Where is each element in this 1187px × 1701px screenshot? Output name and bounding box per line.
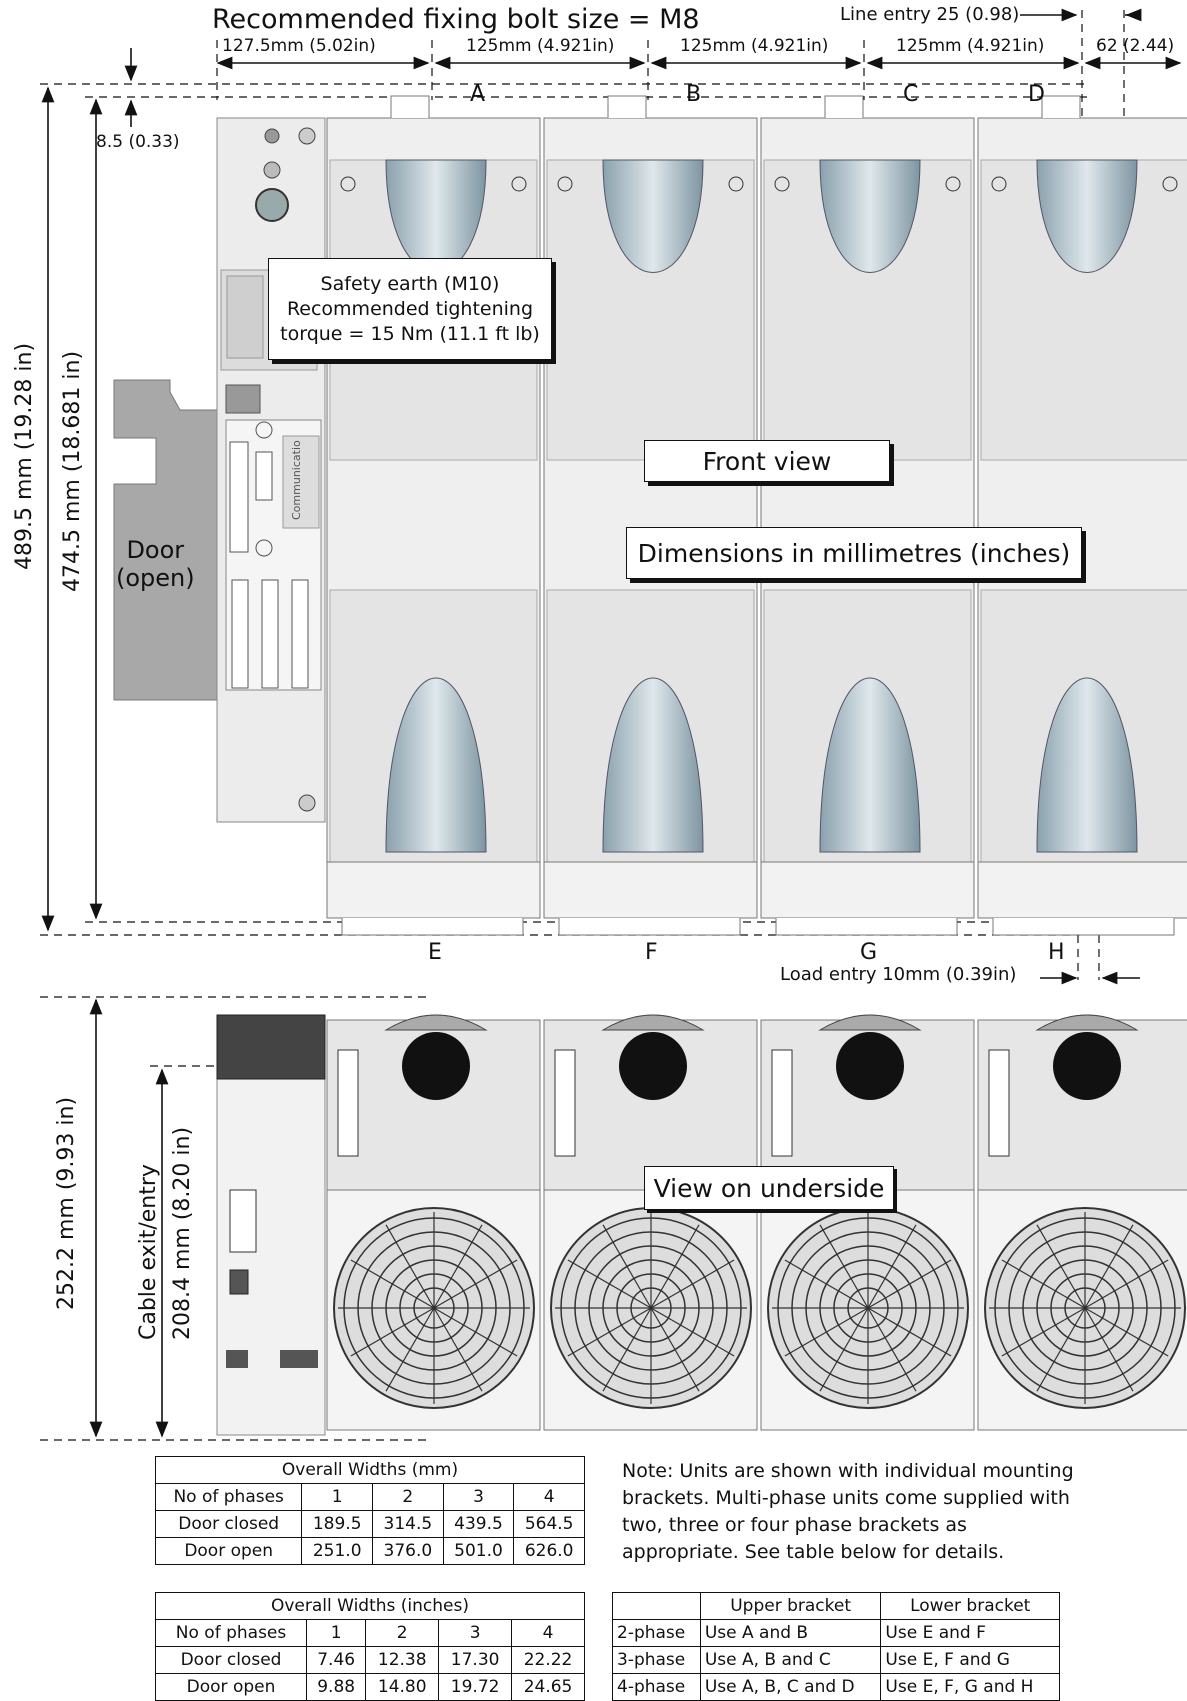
- table-row: 3-phase Use A, B and C Use E, F and G: [612, 1646, 1060, 1674]
- gap-62: 62 (2.44): [1096, 36, 1175, 56]
- bracket-e: E: [428, 940, 442, 965]
- upper-bracket-2: [607, 95, 647, 118]
- safety-earth-line-3: torque = 15 Nm (11.1 ft lb): [280, 322, 540, 345]
- dimensions-note-label: Dimensions in millimetres (inches): [626, 527, 1082, 579]
- power-modules-underside: [326, 1014, 1187, 1431]
- front-view-label: Front view: [644, 440, 890, 482]
- cable-entry-hole: [619, 1032, 687, 1100]
- offset-top: 8.5 (0.33): [96, 132, 180, 152]
- widths-mm-title: Overall Widths (mm): [155, 1456, 585, 1484]
- spacing-3: 125mm (4.921in): [680, 36, 829, 56]
- bracket-h: H: [1048, 940, 1065, 965]
- load-entry-text: Load entry 10mm (0.39in): [780, 964, 1017, 985]
- dimension-drawing: [40, 8, 1187, 1441]
- width-dimension-arrows: [216, 8, 1182, 70]
- bracket-d: D: [1028, 82, 1045, 107]
- table-row: 4-phase Use A, B, C and D Use E, F, G an…: [612, 1673, 1060, 1701]
- bracket-g: G: [860, 940, 878, 965]
- cable-exit-label-2: 208.4 mm (8.20 in): [170, 1126, 195, 1340]
- bracket-f: F: [645, 940, 658, 965]
- cable-entry-hole: [1053, 1032, 1121, 1100]
- door-label: Door (open): [116, 536, 195, 592]
- driver-module-underside: [216, 1014, 326, 1436]
- height-dimension-arrows: [41, 48, 1140, 1438]
- height-overall-label: 489.5 mm (19.28 in): [12, 342, 37, 570]
- spacing-4: 125mm (4.921in): [896, 36, 1045, 56]
- fixing-bolt-text: Recommended fixing bolt size = M8: [212, 4, 700, 35]
- widths-in-title: Overall Widths (inches): [155, 1592, 585, 1620]
- spacing-2: 125mm (4.921in): [466, 36, 615, 56]
- driver-module-front: [216, 117, 326, 823]
- table-row: Upper bracket Lower bracket: [612, 1592, 1060, 1620]
- bracket-note: Note: Units are shown with individual mo…: [622, 1460, 1074, 1563]
- line-entry-text: Line entry 25 (0.98): [840, 4, 1020, 25]
- brackets-table: Upper bracket Lower bracket 2-phase Use …: [612, 1592, 1060, 1701]
- cable-entry-hole: [402, 1032, 470, 1100]
- bracket-c: C: [903, 82, 919, 107]
- safety-earth-callout: Safety earth (M10) Recommended tightenin…: [268, 258, 552, 360]
- communication-label: Communicatio: [290, 440, 303, 520]
- underside-view-label: View on underside: [644, 1166, 894, 1210]
- spacing-1: 127.5mm (5.02in): [222, 36, 376, 56]
- upper-bracket-3: [824, 95, 864, 118]
- upper-bracket-1: [390, 95, 430, 118]
- cable-entry-hole: [836, 1032, 904, 1100]
- cable-exit-label-1: Cable exit/entry: [136, 1164, 161, 1340]
- power-modules-front: [326, 95, 1187, 936]
- safety-earth-line-2: Recommended tightening: [286, 297, 534, 320]
- underside-height-label: 252.2 mm (9.93 in): [54, 1096, 79, 1310]
- table-row: 2-phase Use A and B Use E and F: [612, 1619, 1060, 1647]
- safety-earth-line-1: Safety earth (M10): [320, 272, 500, 295]
- bracket-a: A: [470, 82, 486, 107]
- door-panel: [113, 379, 221, 701]
- upper-bracket-4: [1041, 95, 1081, 118]
- height-fixing-label: 474.5 mm (18.681 in): [60, 350, 85, 592]
- bracket-b: B: [686, 82, 702, 107]
